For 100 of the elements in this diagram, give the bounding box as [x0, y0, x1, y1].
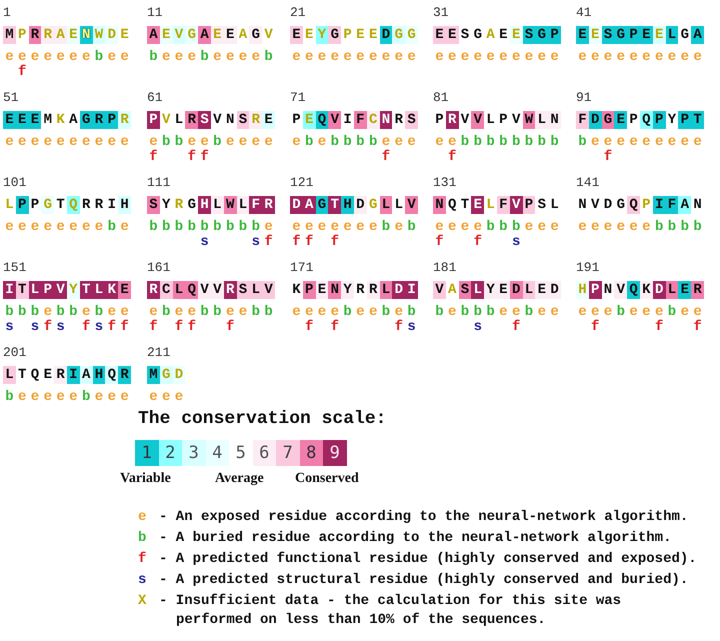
prediction-mark: f [591, 319, 600, 335]
burial-prediction: e b e e b b e e b b [148, 304, 274, 320]
burial-prediction: e e e e e e e b e e [4, 49, 130, 65]
position-number: 111 [147, 176, 170, 190]
residue-sequence: M G D [147, 366, 186, 384]
prediction-mark: f [174, 319, 184, 335]
legend-description: - A buried residue according to the neural-network algorithm. [159, 529, 672, 548]
burial-prediction: b b b b b b b b b e [148, 219, 274, 235]
burial-prediction: e e e e e e e e b e [4, 219, 130, 235]
prediction-mark: f [82, 319, 90, 335]
scale-label: Conserved [295, 471, 359, 487]
prediction-mark: f [693, 319, 702, 335]
scale-label: Average [215, 471, 264, 487]
prediction-mark: f [330, 319, 339, 335]
residue-sequence: V A S L Y E D L E D [433, 281, 561, 299]
residue-sequence: F D G E P Q P Y P T [576, 111, 704, 129]
residue-sequence: P R V V L P V W L N [433, 111, 561, 129]
legend-symbol: e [138, 508, 146, 527]
legend-description: - A predicted structural residue (highly conserved and buried). [159, 571, 688, 590]
prediction-mark: f [188, 319, 196, 335]
grade-swatch: 2 [158, 440, 182, 466]
prediction-mark: f [305, 234, 314, 250]
prediction-mark: f [305, 319, 314, 335]
prediction-mark: s [252, 234, 260, 250]
burial-prediction: e b b e e b e e e e [148, 134, 274, 150]
burial-prediction: e e e e e e e b e b [291, 219, 417, 235]
legend-symbol: X [138, 592, 146, 611]
position-number: 141 [576, 176, 600, 190]
position-number: 101 [3, 176, 26, 190]
residue-sequence: P V L R S V N S R E [147, 111, 275, 129]
legend-description: - A predicted functional residue (highly conserved and exposed). [159, 550, 697, 569]
prediction-mark: f [264, 234, 273, 250]
burial-prediction: e e e e e e b b b b [577, 219, 703, 235]
grade-swatch: 4 [206, 440, 229, 466]
position-number: 121 [290, 176, 314, 190]
grade-swatch: 9 [323, 440, 346, 466]
residue-sequence: E E E M K A G R P R [3, 111, 131, 129]
prediction-mark: f [149, 319, 158, 335]
residue-sequence: I T L P V Y T L K E [3, 281, 131, 299]
legend-symbol: s [138, 571, 146, 590]
residue-sequence: S Y R G H L W L F R [147, 196, 275, 214]
prediction-mark: f [120, 319, 129, 335]
residue-sequence: A E V G A E E A G V [147, 26, 275, 44]
legend-description: - Insufficient data - the calculation for this site was performed on less than 10% of the sequences. [159, 592, 622, 630]
burial-prediction: b e b b b e e b e e [434, 304, 560, 320]
prediction-mark: f [512, 319, 520, 335]
residue-sequence: N V D G Q P I F A N [576, 196, 704, 214]
residue-sequence: E E Y G P E E D G G [290, 26, 418, 44]
residue-sequence: E E S G A E E S G P [433, 26, 561, 44]
residue-sequence: H P N V Q K D L E R [576, 281, 704, 299]
prediction-mark: f [474, 234, 482, 250]
position-number: 201 [3, 346, 26, 360]
prediction-mark: f [149, 149, 158, 165]
position-number: 171 [290, 261, 314, 275]
burial-prediction: e e e b e e e b e e [577, 304, 703, 320]
prediction-mark: s [30, 319, 40, 335]
burial-prediction: e e e e e e e e e e [434, 49, 560, 65]
position-number: 61 [147, 91, 163, 105]
prediction-mark: s [407, 319, 416, 335]
prediction-mark: f [604, 149, 612, 165]
position-number: 191 [576, 261, 600, 275]
prediction-mark: f [44, 319, 52, 335]
residue-sequence: L T Q E R I A H Q R [3, 366, 131, 384]
burial-prediction: b e e e e e e e e e [577, 134, 703, 150]
residue-sequence: N Q T E L F V P S L [433, 196, 561, 214]
position-number: 181 [433, 261, 456, 275]
prediction-mark: f [330, 234, 339, 250]
scale-heading: The conservation scale: [138, 408, 386, 430]
prediction-mark: s [512, 234, 520, 250]
prediction-mark: f [394, 319, 403, 335]
burial-prediction: e e e [148, 389, 184, 405]
position-number: 41 [576, 6, 592, 20]
prediction-mark: f [18, 64, 26, 80]
grade-swatch: 8 [300, 440, 323, 466]
burial-prediction: e e e e b b b e e e [434, 219, 560, 235]
prediction-mark: f [655, 319, 664, 335]
residue-sequence: M P R R A E N W D E [3, 26, 131, 44]
position-number: 11 [147, 6, 163, 20]
position-number: 161 [147, 261, 170, 275]
burial-prediction: b b b e b b e b e e [4, 304, 130, 320]
prediction-mark: f [226, 319, 234, 335]
position-number: 51 [3, 91, 19, 105]
burial-prediction: e e e e b e e b e b [291, 304, 417, 320]
position-number: 91 [576, 91, 592, 105]
prediction-mark: f [292, 234, 301, 250]
grade-swatch: 7 [276, 440, 300, 466]
legend-symbol: b [138, 529, 146, 548]
scale-label: Variable [120, 471, 171, 487]
residue-sequence: P E Q V I F C N R S [290, 111, 418, 129]
grade-swatch: 1 [135, 440, 158, 466]
prediction-mark: s [94, 319, 104, 335]
prediction-mark: f [382, 149, 390, 165]
prediction-mark: f [188, 149, 196, 165]
position-number: 71 [290, 91, 306, 105]
prediction-mark: s [200, 234, 209, 250]
burial-prediction: e b e b b b b e e e [291, 134, 417, 150]
residue-sequence: L P P G T Q R R I H [3, 196, 131, 214]
burial-prediction: e e e e e e e e e e [4, 134, 130, 150]
legend-symbol: f [138, 550, 146, 569]
position-number: 1 [3, 6, 11, 20]
